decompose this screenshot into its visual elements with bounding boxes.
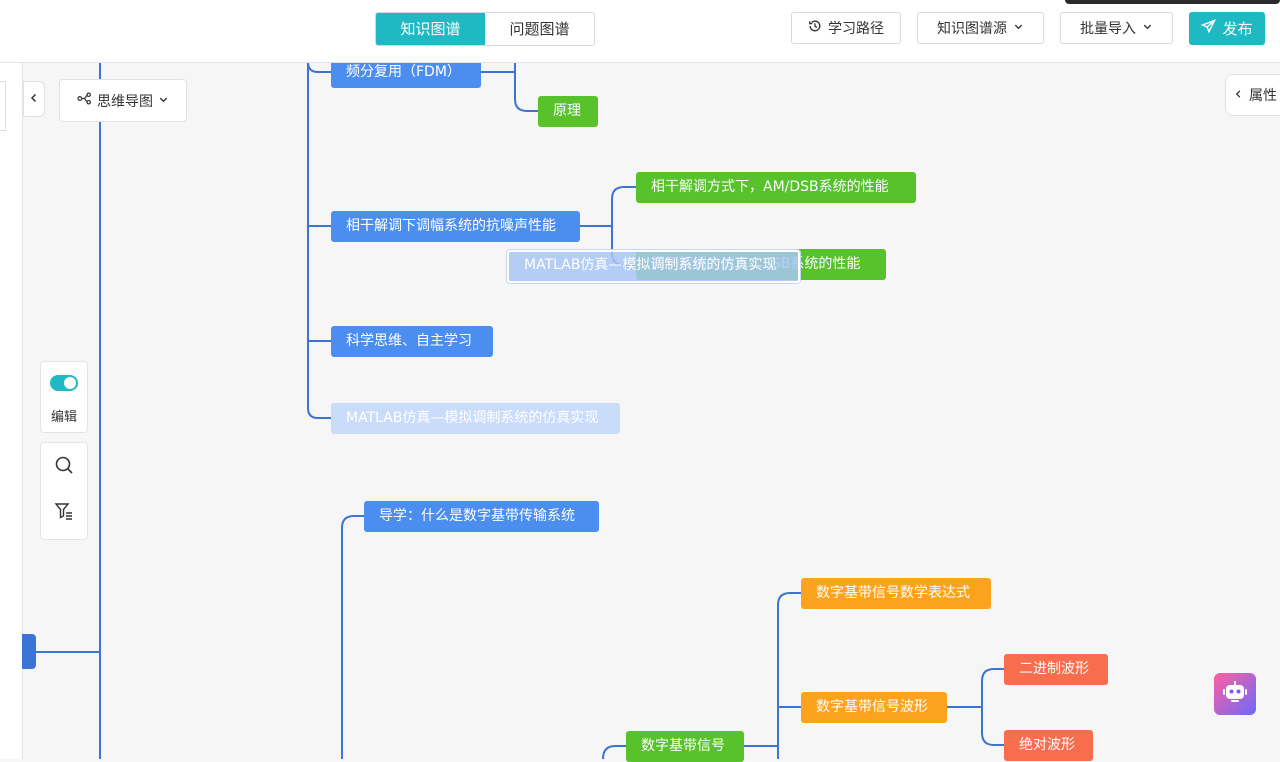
node-binary-waveform[interactable]: 二进制波形 [1004, 654, 1108, 685]
graph-type-switch: 知识图谱 问题图谱 [375, 12, 595, 46]
node-coherent-am-dsb[interactable]: 相干解调方式下，AM/DSB系统的性能 [636, 172, 916, 203]
ai-assistant-button[interactable] [1214, 673, 1256, 715]
overlay-strip [1065, 0, 1280, 4]
node-intro-baseband[interactable]: 导学：什么是数字基带传输系统 [364, 501, 599, 532]
publish-button[interactable]: 发布 [1189, 12, 1265, 45]
send-icon [1200, 19, 1217, 38]
kg-source-dropdown[interactable]: 知识图谱源 [917, 12, 1044, 44]
left-panel [0, 63, 23, 759]
node-matlab-dragging[interactable]: MATLAB仿真—模拟调制系统的仿真实现 [507, 250, 800, 283]
chevron-left-icon [29, 92, 39, 107]
node-absolute-waveform[interactable]: 绝对波形 [1004, 730, 1093, 761]
edit-label: 编辑 [50, 410, 77, 425]
properties-label: 属性 [1249, 88, 1277, 104]
collapse-panel-button[interactable] [23, 81, 45, 117]
node-baseband-signal[interactable]: 数字基带信号 [626, 731, 744, 762]
batch-import-label: 批量导入 [1080, 21, 1136, 37]
mindmap-icon [77, 92, 92, 109]
search-icon[interactable] [53, 454, 75, 476]
publish-label: 发布 [1222, 20, 1253, 38]
view-mode-label: 思维导图 [97, 93, 153, 110]
node-baseband-waveform[interactable]: 数字基带信号波形 [801, 692, 947, 723]
chevron-left-icon [1234, 87, 1243, 103]
batch-import-dropdown[interactable]: 批量导入 [1060, 12, 1173, 44]
node-matlab-placeholder[interactable]: MATLAB仿真—模拟调制系统的仿真实现 [331, 403, 620, 434]
tab-question-graph[interactable]: 问题图谱 [485, 13, 594, 45]
edit-mode-card: 编辑 [40, 361, 88, 433]
properties-panel-tab[interactable]: 属性 [1225, 74, 1280, 116]
filter-list-icon[interactable] [53, 500, 75, 522]
view-mode-dropdown[interactable]: 思维导图 [59, 79, 187, 122]
node-baseband-expression[interactable]: 数字基带信号数学表达式 [801, 578, 991, 609]
tab-knowledge-graph[interactable]: 知识图谱 [376, 13, 485, 45]
collapsed-node-handle[interactable] [22, 634, 36, 669]
chevron-down-icon [1013, 21, 1024, 35]
node-principle[interactable]: 原理 [538, 96, 598, 127]
edit-toggle[interactable] [50, 375, 78, 391]
node-science-thinking[interactable]: 科学思维、自主学习 [331, 326, 493, 357]
top-toolbar: 知识图谱 问题图谱 学习路径 知识图谱源 批量导入 发布 [0, 0, 1280, 63]
kg-source-label: 知识图谱源 [937, 21, 1007, 37]
learning-path-label: 学习路径 [828, 21, 884, 37]
history-icon [808, 19, 822, 37]
robot-icon [1223, 681, 1247, 707]
learning-path-button[interactable]: 学习路径 [791, 12, 901, 44]
node-coherent-am-noise[interactable]: 相干解调下调幅系统的抗噪声性能 [331, 211, 580, 242]
chevron-down-icon [158, 93, 169, 109]
canvas-tools [40, 442, 88, 540]
panel-fragment [0, 81, 6, 131]
chevron-down-icon [1142, 21, 1153, 35]
